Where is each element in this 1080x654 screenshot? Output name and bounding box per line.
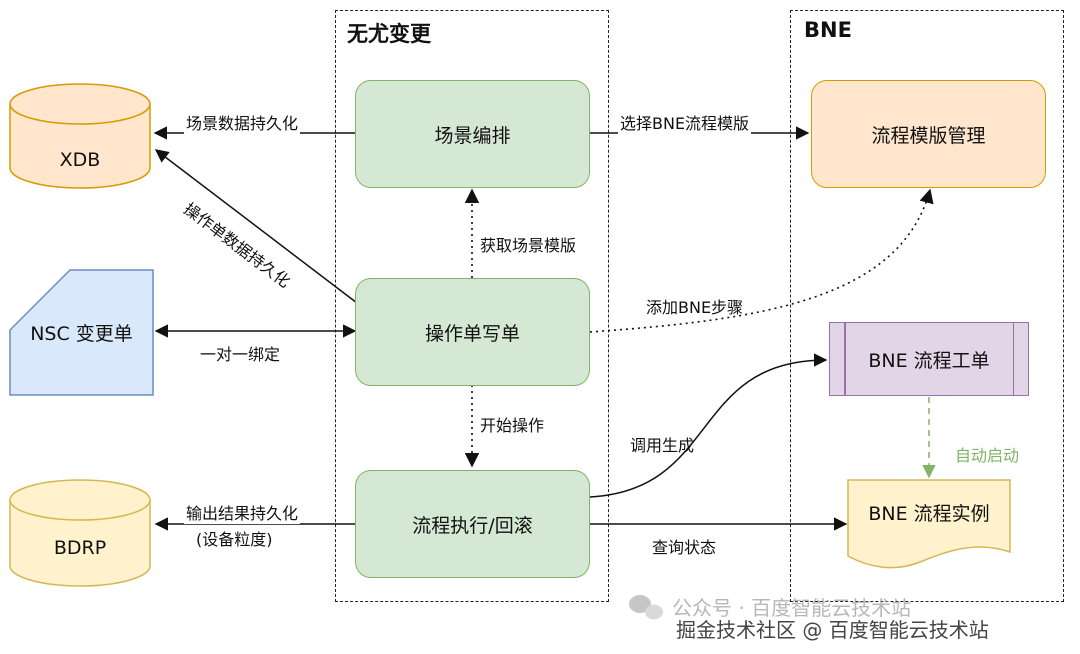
ticket-writing-node: 操作单写单 bbox=[355, 278, 590, 386]
edge-label-result-persist-1: 输出结果持久化 bbox=[184, 500, 301, 524]
edge-label-result-persist-2: (设备粒度) bbox=[196, 530, 273, 549]
group-bne bbox=[790, 10, 1064, 602]
edge-label-auto-start: 自动启动 bbox=[955, 446, 1020, 465]
scene-orchestration-node: 场景编排 bbox=[355, 80, 590, 188]
bne-instance-shape bbox=[847, 479, 1011, 569]
flow-exec-node: 流程执行/回滚 bbox=[355, 470, 590, 578]
wechat-watermark: 公众号 · 百度智能云技术站 bbox=[672, 596, 912, 620]
bne-ticket-label: BNE 流程工单 bbox=[868, 349, 990, 372]
edge-label-start-op: 开始操作 bbox=[478, 412, 547, 436]
edge-label-get-template: 获取场景模版 bbox=[478, 232, 579, 256]
bdrp-database-shape bbox=[9, 479, 151, 587]
group-wuyou bbox=[335, 10, 609, 602]
bne-ticket-node: BNE 流程工单 bbox=[829, 322, 1029, 396]
edge-ticket-to-template bbox=[589, 188, 934, 333]
edge-label-invoke-gen: 调用生成 bbox=[630, 436, 695, 455]
group-wuyou-title: 无尤变更 bbox=[347, 22, 431, 46]
bne-instance-label: BNE 流程实例 bbox=[868, 502, 990, 525]
edge-label-scene-persist: 场景数据持久化 bbox=[184, 110, 301, 134]
edge-ticket-to-xdb bbox=[154, 149, 358, 304]
edge-label-one-to-one: 一对一绑定 bbox=[198, 341, 283, 365]
nsc-card-shape bbox=[9, 269, 154, 396]
juejin-watermark: 掘金技术社区 @ 百度智能云技术站 bbox=[676, 618, 989, 642]
group-bne-title: BNE bbox=[804, 18, 852, 42]
template-mgmt-node: 流程模版管理 bbox=[811, 80, 1046, 188]
edge-exec-to-bne-ticket bbox=[589, 353, 828, 498]
bne-ticket-left-bar bbox=[844, 323, 846, 395]
bne-ticket-right-bar bbox=[1012, 323, 1014, 395]
xdb-label: XDB bbox=[59, 149, 101, 171]
nsc-label: NSC 变更单 bbox=[30, 322, 133, 345]
edge-label-select-template: 选择BNE流程模版 bbox=[618, 110, 752, 134]
xdb-database-shape bbox=[9, 83, 151, 189]
edge-label-add-step: 添加BNE步骤 bbox=[646, 298, 744, 317]
bdrp-label: BDRP bbox=[53, 537, 107, 559]
wechat-icon bbox=[629, 595, 663, 620]
edge-label-query-status: 查询状态 bbox=[652, 538, 717, 557]
